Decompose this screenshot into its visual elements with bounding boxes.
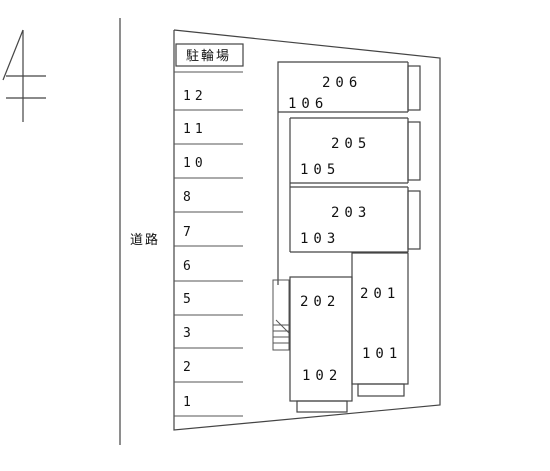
unit-106: 106 xyxy=(288,96,328,112)
unit-202: 202 xyxy=(300,294,340,310)
unit-103: 103 xyxy=(300,231,340,247)
bicycle-parking-label: 駐輪場 xyxy=(186,48,231,64)
unit-105: 105 xyxy=(300,162,340,178)
unit-101: 101 xyxy=(362,346,402,362)
unit-201: 201 xyxy=(360,286,400,302)
parking-space-10: 10 xyxy=(183,156,207,171)
bicycle-parking-box xyxy=(175,43,244,67)
road-label: 道路 xyxy=(130,232,160,248)
parking-space-6: 6 xyxy=(183,259,195,274)
parking-dividers xyxy=(174,71,243,417)
parking-space-5: 5 xyxy=(183,292,195,307)
unit-block-205-105 xyxy=(289,117,421,252)
unit-203: 203 xyxy=(331,205,371,221)
unit-block-201-101 xyxy=(351,252,409,397)
unit-block-206-106 xyxy=(277,61,421,285)
parking-space-1: 1 xyxy=(183,395,195,410)
staircase-icon xyxy=(272,279,290,351)
parking-space-3: 3 xyxy=(183,326,195,341)
unit-102: 102 xyxy=(302,368,342,384)
parking-space-12: 12 xyxy=(183,89,207,104)
unit-205: 205 xyxy=(331,136,371,152)
parking-space-7: 7 xyxy=(183,225,195,240)
north-arrow-icon: 4 xyxy=(2,29,46,122)
unit-206: 206 xyxy=(322,75,362,91)
parking-space-8: 8 xyxy=(183,190,195,205)
site-boundary xyxy=(173,29,441,431)
parking-space-2: 2 xyxy=(183,360,195,375)
parking-space-11: 11 xyxy=(183,122,207,137)
unit-block-203-103 xyxy=(290,186,421,253)
